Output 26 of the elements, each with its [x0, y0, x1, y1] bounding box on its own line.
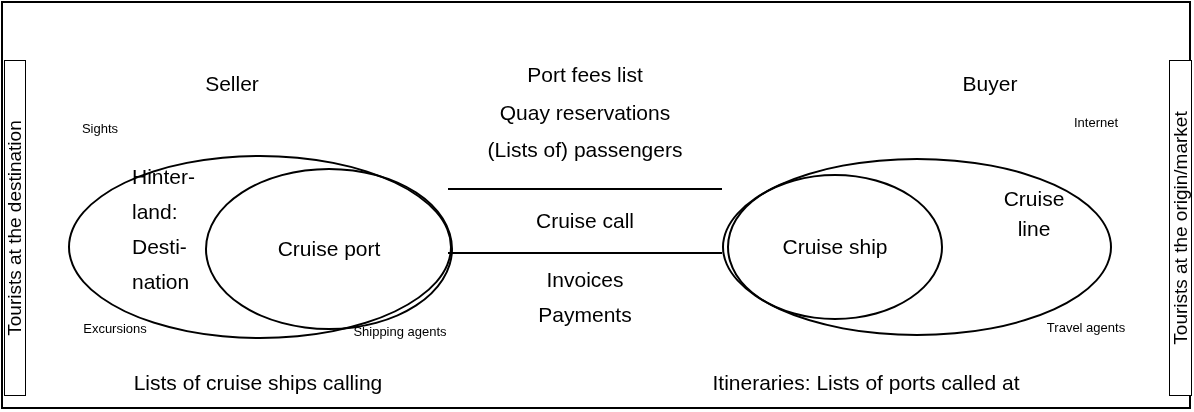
- node-label: Cruise line: [1002, 186, 1066, 242]
- text-label: Shipping agents: [353, 323, 447, 339]
- node-label: Tourists at the origin/market: [1168, 111, 1192, 345]
- text-label: Lists of cruise ships calling: [133, 371, 383, 395]
- side-box: [1169, 60, 1192, 396]
- text-label: Excursions: [83, 320, 147, 336]
- text-label: Port fees list: [527, 63, 643, 87]
- node-label: Cruise call: [536, 208, 634, 235]
- text-label: Travel agents: [1046, 319, 1126, 335]
- side-box: [4, 60, 26, 396]
- band: [448, 188, 722, 254]
- inner-ellipse: [727, 174, 943, 320]
- text-label: Sights: [81, 120, 119, 136]
- text-label: (Lists of) passengers: [487, 138, 683, 162]
- text-label: Seller: [205, 72, 259, 96]
- text-label: Invoices: [546, 268, 624, 292]
- node-label: Cruise port: [277, 236, 381, 263]
- text-label: Quay reservations: [499, 101, 671, 125]
- text-label: Buyer: [962, 72, 1018, 96]
- node-label: Tourists at the destination: [2, 120, 26, 336]
- outer-ellipse: [68, 155, 452, 339]
- text-label: Payments: [538, 303, 632, 327]
- text-label: Internet: [1073, 114, 1119, 130]
- node-label: Cruise ship: [782, 234, 888, 261]
- text-label: Itineraries: Lists of ports called at: [712, 371, 1020, 395]
- node-label: Hinter- land: Desti- nation: [132, 164, 196, 295]
